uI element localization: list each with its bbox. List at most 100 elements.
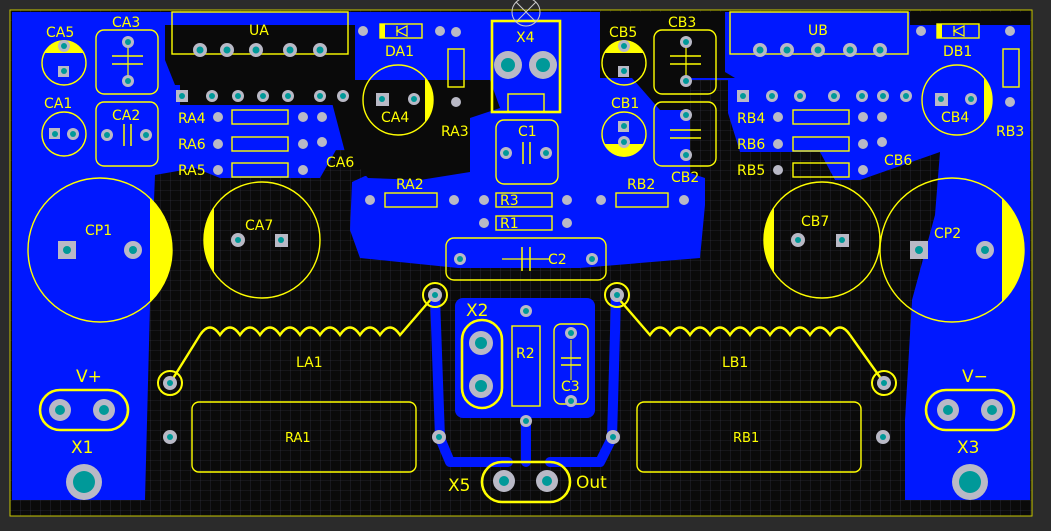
label-R3: R3 xyxy=(500,193,519,209)
component-RB6[interactable]: RB6 xyxy=(737,136,868,153)
label-X5: X5 xyxy=(448,476,470,496)
label-CA5: CA5 xyxy=(46,25,74,41)
label-X2: X2 xyxy=(466,301,488,321)
component-CB7[interactable]: CB7 xyxy=(763,181,881,299)
label-CA3: CA3 xyxy=(112,15,140,31)
component-CB4[interactable]: CB4 xyxy=(921,64,993,136)
label-CA4: CA4 xyxy=(381,110,409,126)
label-CB7: CB7 xyxy=(801,214,829,230)
component-CB6[interactable]: CB6 xyxy=(877,112,912,169)
component-X2[interactable]: X2 xyxy=(460,301,504,410)
component-CA5[interactable]: CA5 xyxy=(41,25,87,86)
label-RA5: RA5 xyxy=(178,163,206,179)
component-CA3[interactable]: CA3 xyxy=(95,15,159,95)
component-UA[interactable]: UA xyxy=(171,11,349,57)
label-C1: C1 xyxy=(518,124,537,140)
component-RA6[interactable]: RA6 xyxy=(178,136,308,153)
label-DB1: DB1 xyxy=(943,44,972,60)
label-UA: UA xyxy=(249,23,269,39)
component-CP2[interactable]: CP2 xyxy=(879,177,1025,323)
label-vplus: V+ xyxy=(76,367,102,387)
label-UB: UB xyxy=(808,23,828,39)
component-R2[interactable]: R2 xyxy=(511,305,541,427)
label-RB4: RB4 xyxy=(737,111,765,127)
component-RA2[interactable]: RA2 xyxy=(365,177,459,208)
component-CA6[interactable]: CA6 xyxy=(317,112,354,171)
label-RA4: RA4 xyxy=(178,111,206,127)
label-RB6: RB6 xyxy=(737,137,765,153)
label-R2: R2 xyxy=(516,346,535,362)
label-CP1: CP1 xyxy=(85,223,112,239)
component-C2[interactable]: C2 xyxy=(445,237,607,281)
component-CB5[interactable]: CB5 xyxy=(601,25,647,86)
label-RB5: RB5 xyxy=(737,163,765,179)
label-RA6: RA6 xyxy=(178,137,206,153)
label-LB1: LB1 xyxy=(722,355,748,371)
component-X4[interactable]: X4 xyxy=(490,0,562,114)
label-X3: X3 xyxy=(957,438,979,458)
label-CA2: CA2 xyxy=(112,108,140,124)
label-RA2: RA2 xyxy=(396,177,424,193)
label-LA1: LA1 xyxy=(296,355,323,371)
component-X5[interactable]: X5 Out xyxy=(448,460,607,504)
component-CB2[interactable]: CB2 xyxy=(653,101,717,186)
label-R1: R1 xyxy=(500,216,519,232)
component-RB5[interactable]: RB5 xyxy=(737,162,868,179)
label-CB6: CB6 xyxy=(884,153,912,169)
label-CB1: CB1 xyxy=(611,96,639,112)
component-UB[interactable]: UB xyxy=(729,11,909,57)
component-CA2[interactable]: CA2 xyxy=(95,101,159,167)
component-RB3[interactable]: RB3 xyxy=(996,48,1024,140)
label-C2: C2 xyxy=(548,252,567,268)
component-RA5[interactable]: RA5 xyxy=(178,162,308,179)
label-X4: X4 xyxy=(516,30,535,46)
label-vminus: V− xyxy=(962,367,988,387)
component-CB1[interactable]: CB1 xyxy=(601,96,647,157)
label-RB1: RB1 xyxy=(733,431,759,446)
component-CA4[interactable]: CA4 xyxy=(362,64,434,136)
label-DA1: DA1 xyxy=(385,44,414,60)
label-RA3: RA3 xyxy=(441,124,469,140)
component-RA1[interactable]: RA1 xyxy=(163,401,446,473)
component-RB1[interactable]: RB1 xyxy=(606,401,890,473)
copper-pours xyxy=(12,12,1030,500)
component-C1[interactable]: C1 xyxy=(495,119,559,185)
component-LB1[interactable]: LB1 xyxy=(604,282,897,396)
component-CP1[interactable]: CP1 xyxy=(27,177,173,323)
label-CP2: CP2 xyxy=(934,226,961,242)
label-CB5: CB5 xyxy=(609,25,637,41)
component-DA1[interactable]: DA1 xyxy=(358,23,445,60)
board-outline xyxy=(9,9,1033,517)
component-RB4[interactable]: RB4 xyxy=(737,109,868,127)
component-X1[interactable]: V+ X1 xyxy=(38,367,130,500)
component-CA1[interactable]: CA1 xyxy=(41,96,87,157)
label-RB3: RB3 xyxy=(996,124,1024,140)
label-RA1: RA1 xyxy=(285,431,311,446)
label-CB3: CB3 xyxy=(668,15,696,31)
label-CB4: CB4 xyxy=(941,110,969,126)
component-LA1[interactable]: LA1 xyxy=(157,282,448,396)
component-R3[interactable]: R3 xyxy=(479,192,572,209)
component-DB1[interactable]: DB1 xyxy=(916,23,1015,60)
header-A[interactable] xyxy=(176,90,349,102)
component-CB3[interactable]: CB3 xyxy=(653,15,717,95)
component-CA7[interactable]: CA7 xyxy=(203,181,321,299)
label-CA7: CA7 xyxy=(245,218,273,234)
component-RA3[interactable]: RA3 xyxy=(441,27,469,140)
label-RB2: RB2 xyxy=(627,177,655,193)
component-R1[interactable]: R1 xyxy=(479,215,572,232)
label-out: Out xyxy=(576,473,607,493)
pour-cutouts xyxy=(165,12,1030,180)
label-CA1: CA1 xyxy=(44,96,72,112)
label-CA6: CA6 xyxy=(326,155,354,171)
component-RB2[interactable]: RB2 xyxy=(596,177,689,208)
component-C3[interactable]: C3 xyxy=(553,323,589,407)
label-X1: X1 xyxy=(71,438,93,458)
label-C3: C3 xyxy=(561,379,580,395)
header-B[interactable] xyxy=(737,90,912,102)
component-X3[interactable]: V− X3 xyxy=(924,367,1016,500)
label-CB2: CB2 xyxy=(671,170,699,186)
component-RA4[interactable]: RA4 xyxy=(178,109,308,127)
